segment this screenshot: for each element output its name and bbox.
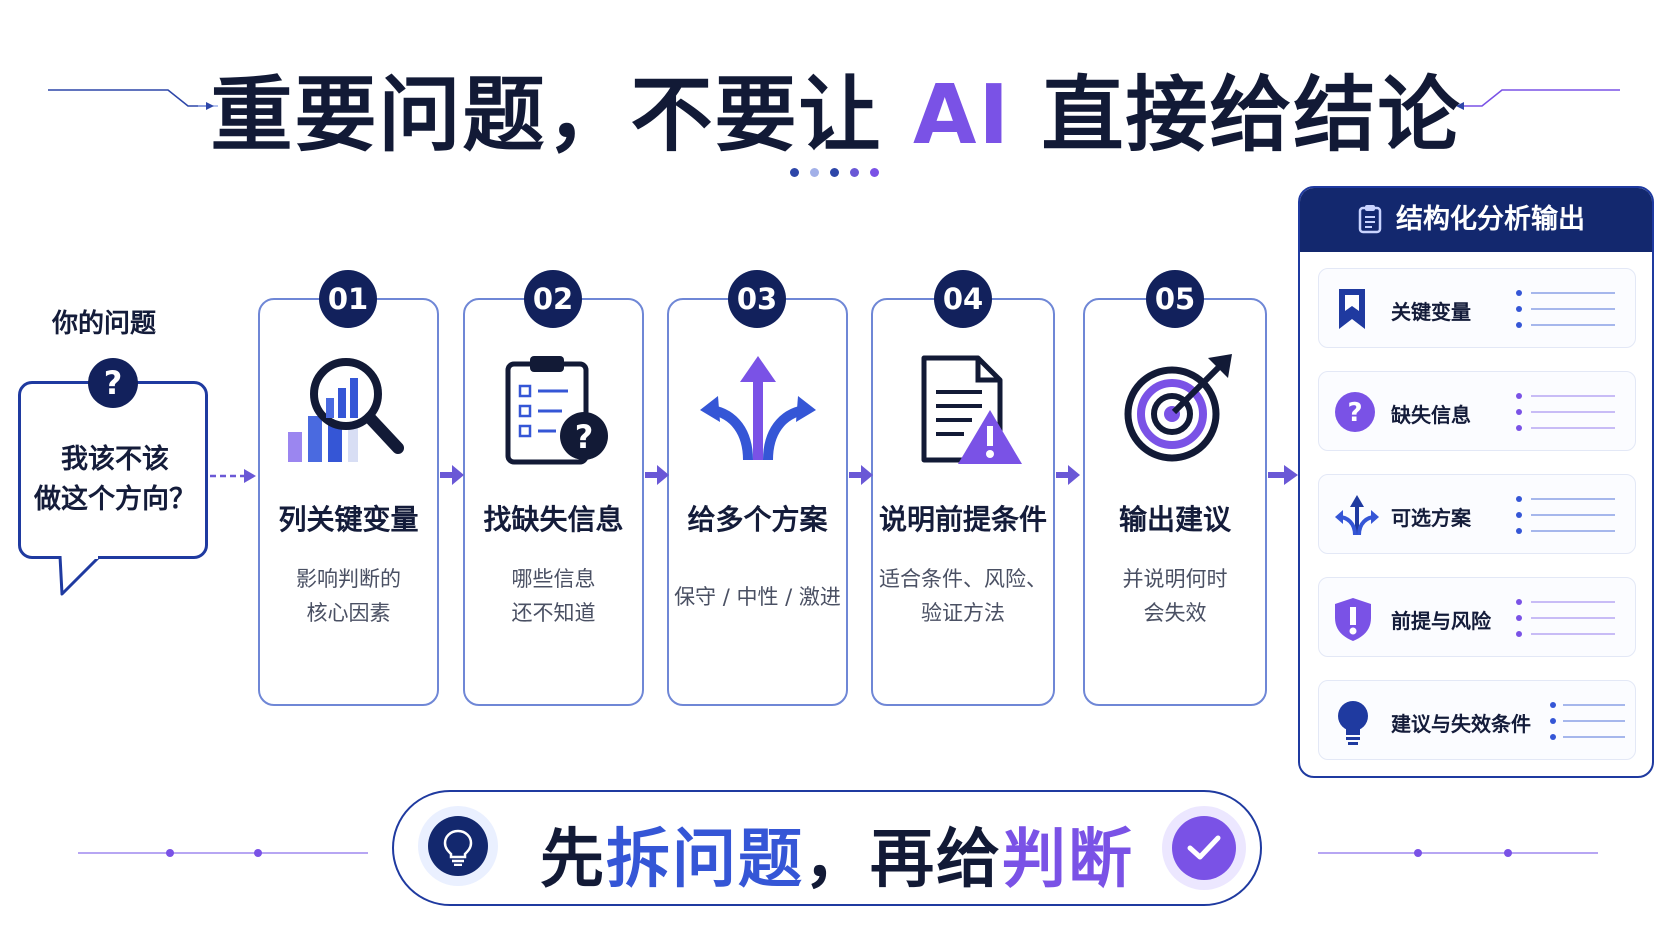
step-desc-3-line1: 保守 / 中性 / 激进 — [674, 585, 841, 609]
banner-text: 先拆问题，再给判断 — [540, 808, 1134, 900]
title-row: 重要问题，不要让 AI 直接给结论 — [0, 40, 1672, 163]
step-desc-3: 保守 / 中性 / 激进 — [667, 580, 848, 614]
step-desc-1-line2: 核心因素 — [306, 601, 391, 625]
bottom-banner — [392, 790, 1262, 906]
lightbulb-icon — [1338, 701, 1368, 745]
step-desc-4: 适合条件、风险、 验证方法 — [871, 562, 1055, 630]
output-header: 结构化分析输出 — [1300, 188, 1652, 252]
output-item-label: 缺失信息 — [1391, 403, 1471, 427]
banner-part-3: ，再给 — [804, 823, 1002, 897]
step-desc-2: 哪些信息 还不知道 — [463, 562, 644, 630]
step-number-5: 05 — [1146, 270, 1204, 328]
output-panel: 结构化分析输出 关键变量 ? 缺失信息 — [1298, 186, 1654, 778]
output-item-label: 前提与风险 — [1391, 609, 1491, 633]
banner-bulb-badge — [428, 816, 488, 876]
step-arrow-5 — [1268, 465, 1298, 485]
step-desc-1: 影响判断的 核心因素 — [258, 562, 439, 630]
title-left-decoration — [48, 89, 218, 110]
bubble-tail — [58, 556, 102, 596]
step-number-3: 03 — [728, 270, 786, 328]
step-desc-5-line2: 会失效 — [1143, 601, 1207, 625]
step-desc-2-line2: 还不知道 — [511, 601, 596, 625]
svg-text:?: ? — [575, 418, 594, 456]
title-part-after: 直接给结论 — [1010, 68, 1462, 163]
list-lines-decoration — [1550, 702, 1625, 740]
list-lines-decoration — [1516, 290, 1615, 328]
step-desc-1-line1: 影响判断的 — [296, 567, 401, 591]
title-right-decoration — [1456, 89, 1620, 110]
step-title-2: 找缺失信息 — [483, 503, 624, 536]
svg-text:?: ? — [1347, 398, 1362, 428]
title-dots — [790, 162, 890, 181]
title-part-before: 重要问题，不要让 — [210, 68, 913, 163]
list-lines-decoration — [1516, 496, 1615, 534]
list-lines-decoration — [1516, 393, 1615, 431]
question-circle-icon: ? — [1335, 392, 1375, 432]
banner-highlight-judge: 判断 — [1002, 823, 1134, 897]
banner-highlight-split: 拆问题 — [606, 823, 804, 897]
step-card-5 — [1083, 298, 1267, 706]
step-title-1: 列关键变量 — [278, 503, 419, 536]
document-warning-icon — [921, 355, 1022, 464]
question-connector-arrow — [210, 469, 256, 483]
question-label: 你的问题 — [52, 309, 157, 339]
step-arrow-4 — [1056, 465, 1080, 485]
target-arrow-icon — [1124, 354, 1232, 462]
step-title-3: 给多个方案 — [687, 503, 828, 536]
fork-arrows-icon — [1335, 495, 1379, 536]
branching-arrows-icon — [700, 356, 816, 461]
step-number-4: 04 — [934, 270, 992, 328]
bookmark-icon — [1339, 289, 1365, 329]
question-badge-icon: ? — [88, 358, 138, 408]
output-item-label: 建议与失效条件 — [1391, 712, 1531, 736]
step-title-4: 说明前提条件 — [878, 503, 1047, 536]
lightbulb-icon — [443, 829, 473, 866]
output-header-title: 结构化分析输出 — [1396, 204, 1585, 235]
step-arrow-1 — [440, 465, 464, 485]
output-item-options: 可选方案 — [1318, 474, 1636, 554]
page-title: 重要问题，不要让 AI 直接给结论 — [0, 48, 1672, 167]
output-item-key-variables: 关键变量 — [1318, 268, 1636, 348]
banner-check-badge — [1172, 816, 1236, 880]
output-item-advice-failure: 建议与失效条件 — [1318, 680, 1636, 760]
shield-alert-icon — [1335, 598, 1371, 641]
step-number-1: 01 — [319, 270, 377, 328]
step-arrow-3 — [849, 465, 873, 485]
output-item-label: 可选方案 — [1391, 506, 1471, 530]
question-bubble — [18, 381, 208, 559]
clipboard-list-icon — [1358, 205, 1382, 234]
banner-left-decoration — [78, 849, 368, 857]
magnifier-chart-icon — [288, 358, 404, 462]
output-item-missing-info: ? 缺失信息 — [1318, 371, 1636, 451]
banner-part-1: 先 — [540, 823, 606, 897]
output-item-premises-risks: 前提与风险 — [1318, 577, 1636, 657]
question-text: 我该不该 做这个方向？ — [20, 440, 210, 520]
banner-right-decoration — [1318, 849, 1598, 857]
list-lines-decoration — [1516, 599, 1615, 637]
check-icon — [1187, 835, 1221, 860]
step-desc-4-line1: 适合条件、风险、 — [879, 567, 1047, 591]
step-title-5: 输出建议 — [1118, 503, 1231, 536]
question-line2: 做这个方向？ — [34, 484, 196, 515]
output-item-label: 关键变量 — [1391, 300, 1471, 324]
step-desc-2-line1: 哪些信息 — [511, 567, 596, 591]
clipboard-question-icon: ? — [505, 356, 608, 465]
step-desc-5-line1: 并说明何时 — [1122, 567, 1228, 591]
step-arrow-2 — [645, 465, 669, 485]
title-accent-ai: AI — [913, 68, 1011, 163]
step-number-2: 02 — [524, 270, 582, 328]
step-desc-4-line2: 验证方法 — [921, 601, 1005, 625]
step-desc-5: 并说明何时 会失效 — [1083, 562, 1267, 630]
question-line1: 我该不该 — [61, 444, 169, 475]
